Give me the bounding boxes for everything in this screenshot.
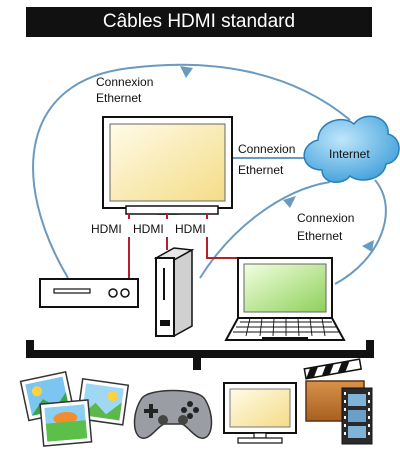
arrow-head-right xyxy=(362,240,374,252)
label-connexion-laptop-2: Ethernet xyxy=(297,229,343,243)
bracket-bar xyxy=(26,340,374,370)
monitor-icon xyxy=(223,382,297,444)
laptop-icon xyxy=(224,257,346,341)
tv-icon xyxy=(102,116,233,215)
arrow-head-mid xyxy=(283,196,296,208)
hdmi-label-bg xyxy=(90,219,218,237)
ethernet-line-laptop xyxy=(334,179,387,285)
ethernet-line-console xyxy=(199,181,331,279)
hdmi-label-3: HDMI xyxy=(175,222,206,236)
hdmi-label-1: HDMI xyxy=(91,222,122,236)
game-console-icon xyxy=(153,247,195,338)
ethernet-line-top xyxy=(32,63,351,279)
hdmi-label-2: HDMI xyxy=(133,222,164,236)
film-clapper-icon xyxy=(303,358,373,445)
label-connexion-tv-2: Ethernet xyxy=(238,163,284,177)
internet-label: Internet xyxy=(329,147,370,161)
label-connexion-laptop-1: Connexion xyxy=(297,211,354,225)
internet-cloud: Internet xyxy=(303,115,400,183)
label-connexion-tv-1: Connexion xyxy=(238,142,295,156)
media-player-icon xyxy=(39,278,139,308)
ethernet-arrows xyxy=(180,66,374,252)
gamepad-icon xyxy=(133,389,213,439)
diagram-title: Câbles HDMI standard xyxy=(26,7,372,37)
photos-icon xyxy=(19,370,130,447)
label-connexion-top-1: Connexion xyxy=(96,75,153,89)
label-connexion-top-2: Ethernet xyxy=(96,91,142,105)
arrow-head-top xyxy=(180,66,193,78)
